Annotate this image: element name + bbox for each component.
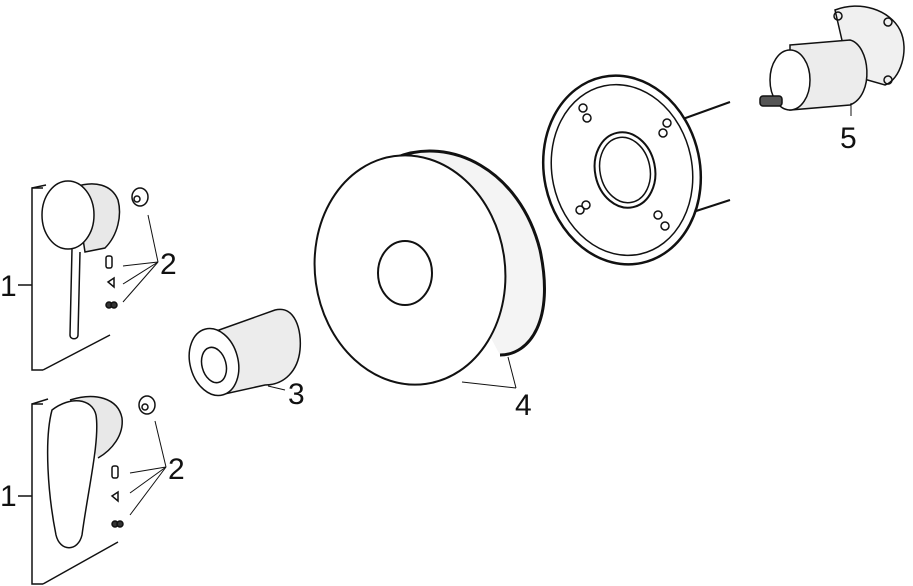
lever-handle-paddle xyxy=(18,395,123,585)
callout-2-top: 2 xyxy=(160,248,177,281)
callout-4: 4 xyxy=(515,389,532,422)
callout-1-top: 1 xyxy=(0,270,17,303)
fixing-kit-top xyxy=(105,187,159,309)
bracket-bottom xyxy=(31,403,43,585)
bracket-top xyxy=(31,187,43,371)
mounting-ring xyxy=(541,74,731,266)
cover-plate xyxy=(313,149,546,389)
lever-handle-round xyxy=(18,180,121,371)
cartridge-valve-body xyxy=(759,5,905,116)
sleeve xyxy=(188,308,302,397)
callout-1-bottom: 1 xyxy=(0,480,17,513)
callout-5: 5 xyxy=(840,122,857,155)
fixing-kit-bottom xyxy=(110,395,167,528)
callout-3: 3 xyxy=(288,378,305,411)
callout-2-bottom: 2 xyxy=(168,453,185,486)
